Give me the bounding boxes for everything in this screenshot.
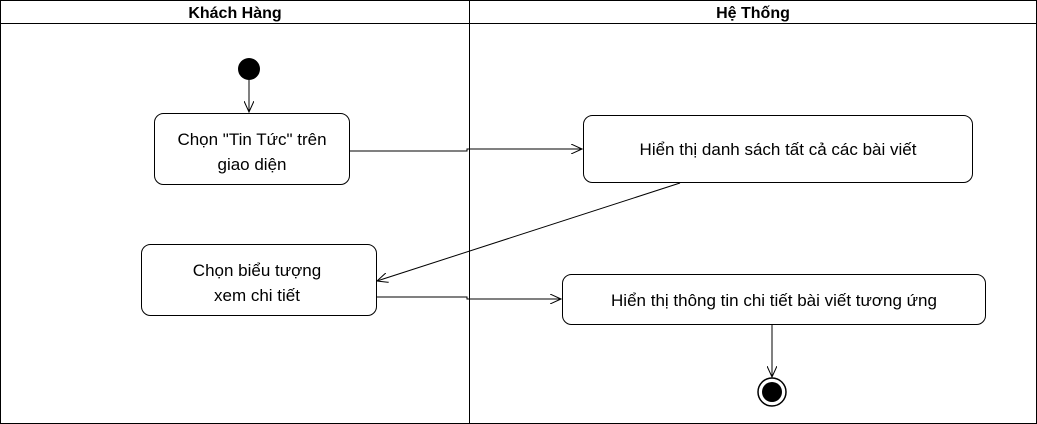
action-show-article-list-line-1: Hiển thị danh sách tất cả các bài viết [640, 140, 917, 159]
lane-title-system: Hệ Thống [716, 5, 790, 22]
flow-choose-detail-to-show-detail [377, 297, 561, 299]
final-node [757, 377, 787, 407]
action-choose-news-line-1: Chọn "Tin Tức" trên [177, 130, 326, 149]
flow-show-list-to-choose-detail [377, 182, 681, 281]
action-choose-detail-icon-line-2: xem chi tiết [214, 286, 300, 305]
action-show-article-detail: Hiển thị thông tin chi tiết bài viết tươ… [562, 274, 986, 325]
action-choose-news-line-2: giao diện [217, 155, 286, 174]
action-choose-news: Chọn "Tin Tức" trên giao diện [154, 113, 350, 185]
initial-node [238, 58, 260, 80]
action-show-article-detail-line-1: Hiển thị thông tin chi tiết bài viết tươ… [611, 291, 937, 310]
action-show-article-list: Hiển thị danh sách tất cả các bài viết [583, 115, 973, 183]
action-choose-detail-icon: Chọn biểu tượng xem chi tiết [141, 244, 377, 316]
flow-choose-news-to-show-list [350, 149, 582, 151]
action-choose-detail-icon-line-1: Chọn biểu tượng [193, 261, 321, 280]
lane-title-customer: Khách Hàng [188, 5, 281, 22]
